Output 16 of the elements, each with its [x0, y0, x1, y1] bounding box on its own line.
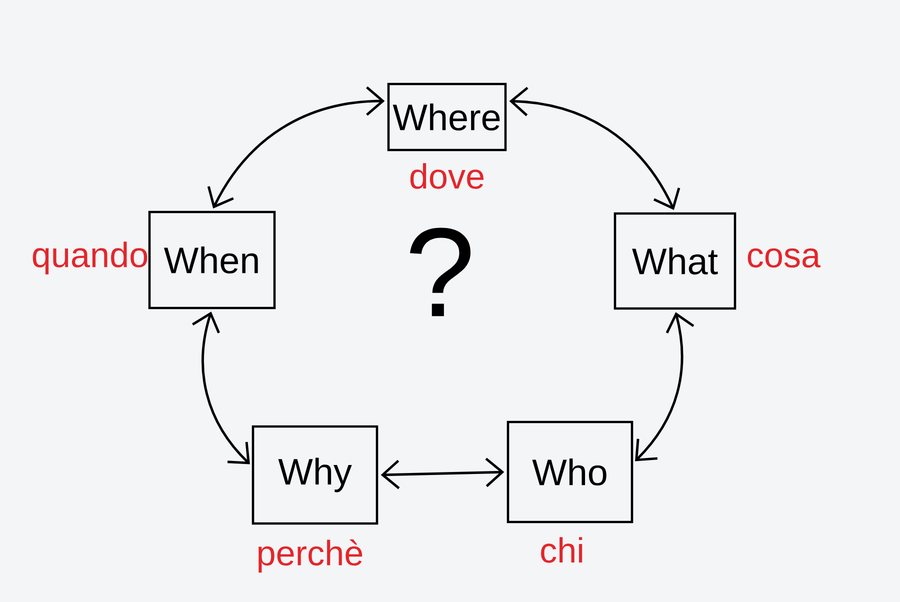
translation-label: chi [541, 537, 582, 563]
double-arrow [635, 312, 694, 462]
word-box: When [148, 210, 276, 310]
double-arrow [380, 458, 504, 490]
translation-label: quando [32, 242, 148, 274]
translation-label: dove [410, 163, 484, 189]
translation-label: perchè [258, 539, 362, 573]
translation-label: cosa [748, 248, 821, 268]
word-box: What [614, 212, 736, 310]
double-arrow [509, 86, 680, 210]
word-box: Where [387, 82, 507, 152]
double-arrow [207, 86, 385, 208]
word-box: Who [506, 420, 634, 524]
question-mark: ? [410, 228, 470, 316]
double-arrow [192, 312, 250, 464]
word-box: Why [252, 425, 378, 525]
